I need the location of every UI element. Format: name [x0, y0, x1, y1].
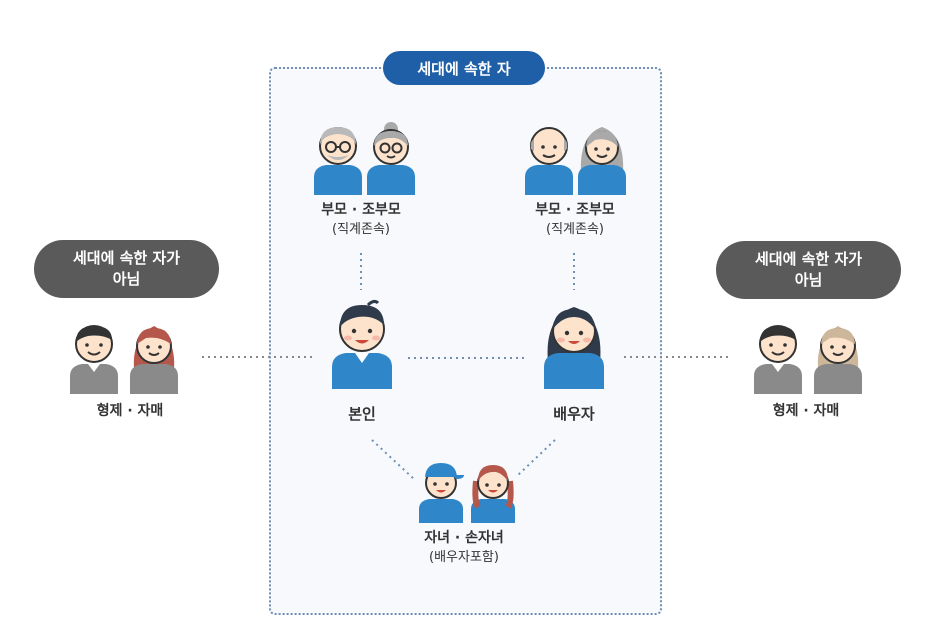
pill-left-line2: 아님: [113, 269, 141, 290]
pill-left-line1: 세대에 속한 자가: [73, 248, 180, 269]
child-girl-braids-icon: [468, 457, 518, 523]
children-sub: (배우자포함): [402, 548, 526, 567]
self-person-icon: [328, 297, 396, 389]
grandfather-glasses-icon: [311, 121, 365, 195]
children-label: 자녀 · 손자녀 (배우자포함): [402, 529, 526, 567]
child-boy-cap-icon: [416, 457, 466, 523]
grandfather-bald-icon: [522, 121, 576, 195]
sibling-brother-right-icon: [750, 318, 806, 394]
parents-right-label: 부모 · 조부모 (직계존속): [515, 201, 635, 239]
not-household-pill-right: 세대에 속한 자가 아님: [716, 241, 901, 299]
not-household-pill-left: 세대에 속한 자가 아님: [34, 240, 219, 298]
sibling-sister-right-icon: [810, 318, 866, 394]
parents-left-sub: (직계존속): [301, 220, 421, 239]
sibling-brother-left-icon: [66, 318, 122, 394]
pill-right-line2: 아님: [795, 270, 823, 291]
parents-left-title: 부모 · 조부모: [321, 202, 400, 218]
grandmother-glasses-icon: [364, 121, 418, 195]
parents-left-label: 부모 · 조부모 (직계존속): [301, 201, 421, 239]
grandmother-icon: [575, 121, 629, 195]
connector-spouse-children: [518, 440, 555, 475]
parents-right-sub: (직계존속): [515, 220, 635, 239]
self-label: 본인: [333, 405, 391, 424]
spouse-label: 배우자: [540, 405, 608, 424]
pill-right-line1: 세대에 속한 자가: [755, 249, 862, 270]
spouse-person-icon: [540, 297, 608, 389]
siblings-left-label: 형제 · 자매: [90, 402, 170, 421]
parents-right-title: 부모 · 조부모: [535, 202, 614, 218]
sibling-sister-left-icon: [126, 318, 182, 394]
siblings-right-label: 형제 · 자매: [766, 402, 846, 421]
children-title: 자녀 · 손자녀: [424, 530, 503, 546]
connector-self-children: [372, 440, 415, 480]
